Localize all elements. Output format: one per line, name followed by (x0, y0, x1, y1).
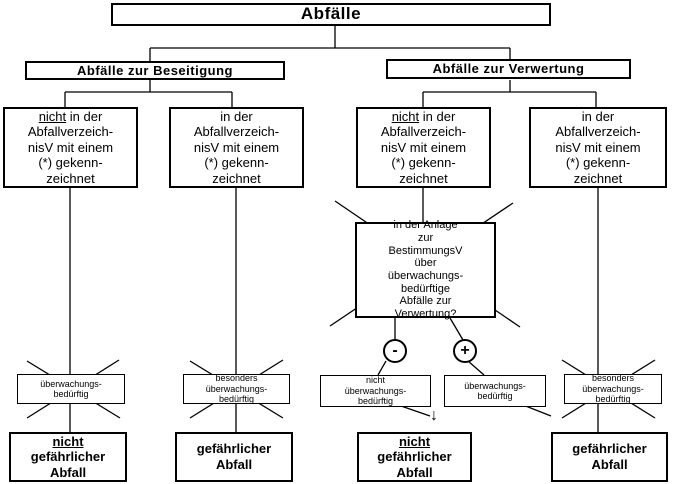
monitoring-line: überwachungs- (40, 378, 102, 389)
final-line: gefährlicher (196, 441, 272, 457)
category-disposal: Abfälle zur Beseitigung (25, 61, 285, 80)
final-line: Abfall (396, 464, 433, 480)
criterion-line: in der (419, 108, 456, 124)
monitoring-line: überwachungs- (582, 383, 644, 394)
diagram-title: Abfälle (300, 4, 362, 24)
special-monitoring-box-recovery: besonders überwachungs- bedürftig (564, 373, 662, 405)
final-line: gefährlicher (572, 441, 647, 457)
title-box: Abfälle (111, 3, 551, 26)
criterion-disposal-marked: in der Abfallverzeich- nisV mit einem (*… (169, 107, 304, 188)
category-recovery: Abfälle zur Verwertung (386, 59, 631, 79)
criterion-line: Abfallverzeich- (380, 124, 467, 140)
question-line: über (414, 257, 437, 270)
criterion-line: Abfallverzeich- (27, 124, 114, 140)
criterion-line: zeichnet (46, 170, 95, 186)
criterion-line: Abfallverzeich- (555, 124, 641, 140)
criterion-line: Abfallverzeich- (193, 124, 280, 140)
special-monitoring-box-disposal: besonders überwachungs- bedürftig (183, 373, 290, 405)
final-non-hazardous-1: nicht gefährlicher Abfall (9, 432, 127, 482)
category-recovery-label: Abfälle zur Verwertung (432, 61, 585, 77)
minus-sign: - (383, 339, 407, 363)
question-line: zur (417, 232, 434, 245)
monitoring-line: bedürftig (357, 396, 394, 407)
down-arrow-icon: ↓ (430, 407, 438, 424)
final-line: Abfall (591, 457, 628, 472)
monitoring-line: überwachungs- (464, 380, 526, 391)
criterion-line: nisV mit einem (27, 139, 114, 155)
monitoring-line: nicht (365, 375, 385, 386)
question-line: bedürftige (401, 282, 450, 295)
question-line: überwachungs- (387, 270, 464, 282)
monitoring-line: bedürftig (477, 391, 513, 401)
criterion-line: (*) gekenn- (565, 155, 631, 171)
question-line: Abfälle zur (399, 295, 452, 308)
criterion-line: zeichnet (399, 170, 448, 186)
final-line: Abfall (49, 464, 87, 480)
plus-sign: + (453, 339, 477, 363)
monitoring-box-recovery: überwachungs- bedürftig (444, 375, 546, 407)
criterion-line: (*) gekenn- (38, 155, 103, 171)
monitoring-line: überwachungs- (344, 385, 407, 396)
question-line: BestimmungsV (388, 244, 463, 257)
criterion-line: zeichnet (212, 170, 261, 186)
criterion-line: nisV mit einem (555, 139, 641, 155)
criterion-line: in der (66, 108, 103, 124)
final-line: gefährlicher (377, 449, 452, 465)
monitoring-line: bedürftig (218, 394, 255, 405)
not-word: nicht (398, 433, 431, 449)
criterion-line: in der (581, 108, 615, 124)
monitoring-line: überwachungs- (205, 383, 268, 394)
final-hazardous-1: gefährlicher Abfall (175, 432, 293, 482)
question-line: Verwertung? (394, 307, 457, 320)
monitoring-line: besonders (215, 373, 258, 384)
final-non-hazardous-2: nicht gefährlicher Abfall (357, 432, 472, 482)
criterion-recovery-not-marked: nicht in der Abfallverzeich- nisV mit ei… (356, 107, 491, 188)
criterion-line: in der (220, 108, 253, 124)
not-monitored-box: nicht überwachungs- bedürftig (320, 375, 431, 407)
final-hazardous-2: gefährlicher Abfall (551, 432, 668, 482)
criterion-line: zeichnet (573, 170, 623, 186)
criterion-line: (*) gekenn- (391, 155, 456, 171)
final-line: gefährlicher (30, 449, 106, 465)
question-box: in der Anlage zur BestimmungsV über über… (355, 219, 496, 320)
category-disposal-label: Abfälle zur Beseitigung (77, 62, 233, 78)
criterion-disposal-not-marked: nicht in der Abfallverzeich- nisV mit ei… (3, 107, 138, 188)
monitoring-line: besonders (591, 373, 635, 384)
monitoring-line: bedürftig (595, 394, 631, 405)
criterion-line: nisV mit einem (380, 139, 467, 155)
monitoring-box-disposal: überwachungs- bedürftig (17, 374, 125, 404)
question-line: in der Anlage (393, 219, 458, 232)
criterion-recovery-marked: in der Abfallverzeich- nisV mit einem (*… (529, 107, 667, 188)
not-word: nicht (38, 108, 67, 124)
not-word: nicht (52, 433, 84, 449)
final-line: Abfall (215, 457, 253, 472)
criterion-line: (*) gekenn- (204, 155, 269, 171)
monitoring-line: bedürftig (53, 389, 89, 399)
criterion-line: nisV mit einem (193, 139, 280, 155)
not-word: nicht (391, 108, 420, 124)
